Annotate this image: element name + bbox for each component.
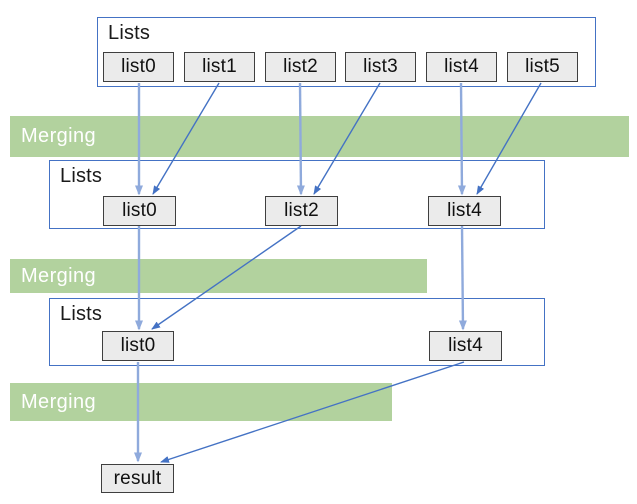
cell-level3-list0: list0 — [102, 331, 174, 361]
cell-level3-list4: list4 — [429, 331, 502, 361]
merging-band-2: Merging — [10, 259, 427, 293]
cell-level2-list4: list4 — [428, 196, 501, 226]
cell-level2-list0: list0 — [103, 196, 176, 226]
lists-box-level-1-label: Lists — [108, 22, 151, 44]
cell-level1-list0: list0 — [103, 52, 174, 82]
merging-band-2-label: Merging — [21, 264, 97, 287]
cell-level2-list2: list2 — [265, 196, 338, 226]
cell-level1-list5: list5 — [507, 52, 578, 82]
lists-box-level-3-label: Lists — [60, 303, 103, 325]
cell-level1-list2: list2 — [265, 52, 336, 82]
merging-band-3: Merging — [10, 383, 392, 421]
merging-band-1-label: Merging — [21, 125, 97, 147]
cell-level1-list4: list4 — [426, 52, 497, 82]
merging-band-1: Merging — [10, 116, 629, 157]
lists-box-level-2-label: Lists — [60, 165, 103, 187]
merging-band-3-label: Merging — [21, 390, 97, 413]
cell-level1-list1: list1 — [184, 52, 255, 82]
result-cell: result — [101, 464, 174, 493]
cell-level1-list3: list3 — [345, 52, 416, 82]
